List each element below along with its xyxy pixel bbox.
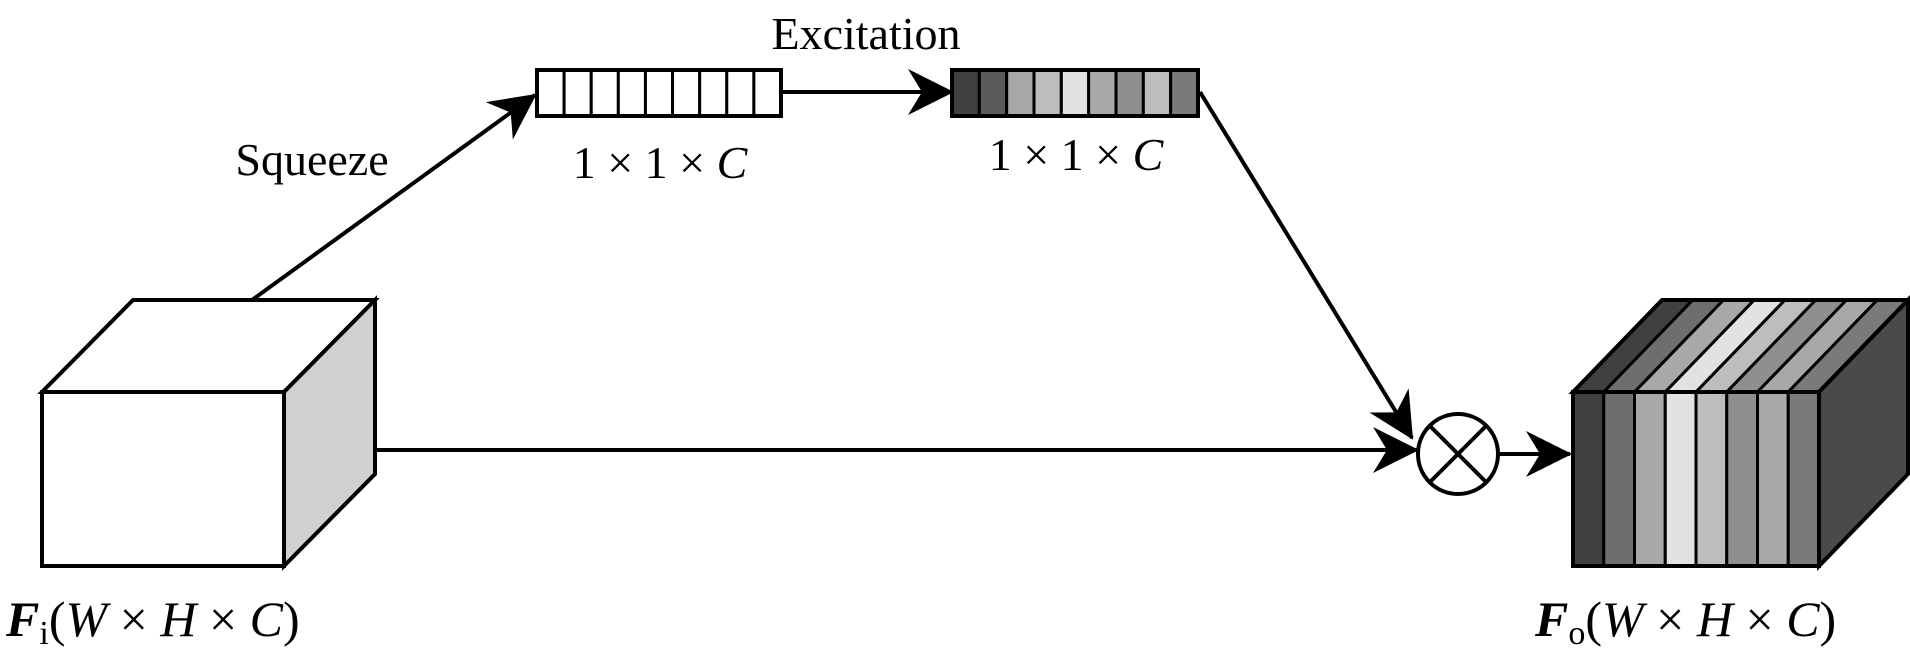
excitation-dims-one-a: 1: [989, 129, 1012, 180]
excitation-vector-cell-4: [1032, 68, 1063, 118]
output-feature-w: W: [1602, 591, 1648, 647]
excitation-dims-one-b: 1: [1061, 129, 1084, 180]
output-feature-x2: ×: [1733, 591, 1786, 647]
output-feature-f: F: [1534, 591, 1568, 647]
output-front-stripe-3: [1633, 390, 1667, 568]
squeeze-vector: [535, 68, 783, 118]
excitation-vector-cell-6: [1087, 68, 1118, 118]
excitation-label: Excitation: [771, 8, 960, 59]
excitation-vector-cell-7: [1114, 68, 1145, 118]
input-feature-h: H: [159, 591, 199, 647]
squeeze-vector-cell-7: [698, 68, 729, 118]
excitation-dims-c: C: [1133, 129, 1165, 180]
output-cube-top-face: [1568, 298, 1910, 394]
output-front-outline: [1571, 390, 1821, 568]
output-feature-c: C: [1786, 591, 1820, 647]
excitation-vector: [950, 68, 1200, 118]
multiply-operator-icon: [1416, 412, 1500, 496]
input-feature-label: Fi(W × H × C): [5, 591, 300, 652]
squeeze-vector-cell-4: [616, 68, 647, 118]
input-feature-sub: i: [39, 615, 48, 652]
squeeze-vector-cell-2: [562, 68, 593, 118]
squeeze-dims-label: 1 × 1 × C: [573, 137, 749, 188]
excitation-vector-cell-8: [1141, 68, 1173, 118]
squeeze-dims-c: C: [717, 137, 749, 188]
squeeze-dims-one-b: 1: [645, 137, 668, 188]
excitation-vector-cell-3: [1005, 68, 1036, 118]
excitation-vector-cell-1: [950, 68, 981, 118]
excitation-dims-label: 1 × 1 × C: [989, 129, 1165, 180]
input-feature-x1: ×: [107, 591, 160, 647]
excitation-vector-cell-5: [1059, 68, 1091, 118]
output-front-stripe-6: [1725, 390, 1759, 568]
output-front-stripe-7: [1756, 390, 1790, 568]
input-feature-f: F: [5, 591, 39, 647]
output-feature-h: H: [1696, 591, 1736, 647]
input-feature-cube: [37, 295, 380, 571]
output-cube-front-face: [1571, 390, 1821, 568]
squeeze-dims-one-a: 1: [573, 137, 596, 188]
squeeze-vector-cell-1: [535, 68, 566, 118]
excitation-vector-outline: [950, 68, 1200, 118]
squeeze-vector-cell-3: [589, 68, 620, 118]
input-cube-front-face: [40, 390, 286, 568]
input-feature-c: C: [250, 591, 284, 647]
scale-arrow: [1198, 90, 1414, 440]
input-feature-open: (: [49, 591, 66, 647]
output-feature-x1: ×: [1644, 591, 1697, 647]
excitation-dims-times-a: ×: [1012, 129, 1061, 180]
output-feature-sub: o: [1568, 615, 1585, 652]
squeeze-vector-cell-9: [752, 68, 783, 118]
output-feature-close: ): [1820, 591, 1837, 647]
squeeze-dims-times-b: ×: [668, 137, 717, 188]
output-feature-open: (: [1585, 591, 1602, 647]
excitation-vector-cell-9: [1169, 68, 1200, 118]
excitation-dims-times-b: ×: [1084, 129, 1133, 180]
output-front-stripe-8: [1786, 390, 1821, 568]
output-front-stripe-1: [1571, 390, 1606, 568]
squeeze-label: Squeeze: [235, 134, 388, 185]
input-feature-close: ): [283, 591, 300, 647]
output-front-stripe-2: [1602, 390, 1636, 568]
output-front-stripe-5: [1694, 390, 1729, 568]
input-feature-x2: ×: [196, 591, 249, 647]
squeeze-vector-cell-5: [643, 68, 675, 118]
input-feature-w: W: [65, 591, 111, 647]
excitation-vector-cell-2: [977, 68, 1009, 118]
output-front-stripe-4: [1663, 390, 1698, 568]
squeeze-dims-times-a: ×: [596, 137, 645, 188]
squeeze-vector-outline: [535, 68, 783, 118]
output-feature-label: Fo(W × H × C): [1534, 591, 1836, 652]
squeeze-vector-cell-6: [671, 68, 702, 118]
squeeze-arrow: [250, 93, 537, 302]
output-feature-cube: [1568, 295, 1910, 571]
squeeze-vector-cell-8: [725, 68, 756, 118]
